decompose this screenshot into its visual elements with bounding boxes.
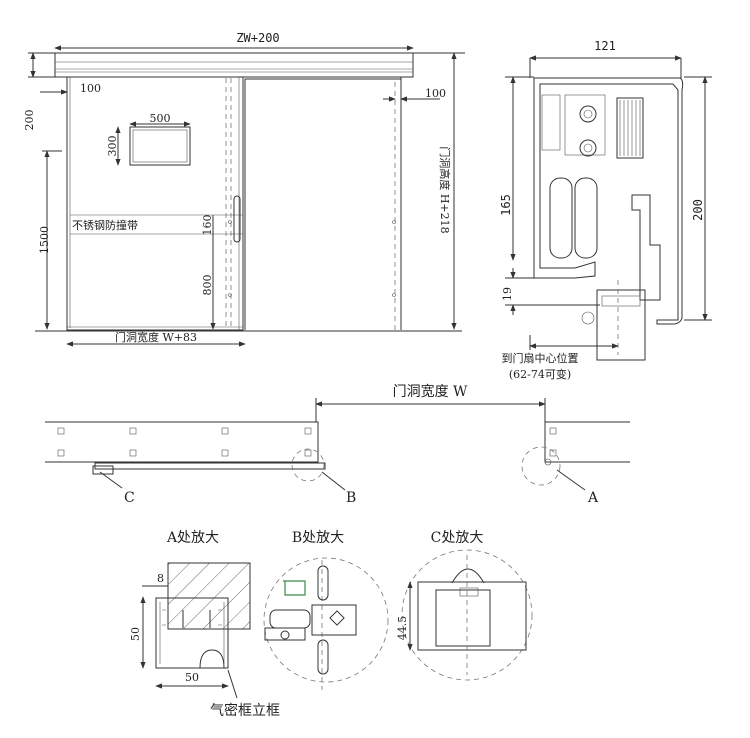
band-label: 不锈钢防撞带 <box>72 218 138 232</box>
opening-width-label: 门洞宽度 W <box>393 383 468 400</box>
detail-c-title: C处放大 <box>431 530 484 546</box>
band-height-label: 160 <box>201 215 214 236</box>
marker-b: B <box>346 490 356 506</box>
wall-right <box>544 421 630 463</box>
detail-c-dim: 44.5 <box>396 616 409 641</box>
section-width-label: 121 <box>594 39 616 53</box>
detail-a-dim-50-horizontal: 50 <box>185 671 199 684</box>
right-height-label: 门洞高度 H+218 <box>438 146 452 233</box>
section-note-line2: (62-74可变) <box>509 367 571 381</box>
detail-a-dim-8: 8 <box>157 572 164 585</box>
handle-height-label: 1500 <box>38 226 51 254</box>
overall-width-label: ZW+200 <box>236 31 279 45</box>
door-hanger <box>596 289 646 361</box>
door-leaf-plan <box>94 462 326 470</box>
vision-window <box>129 126 191 166</box>
detail-a-title: A处放大 <box>166 530 219 546</box>
door-handle <box>233 195 241 243</box>
detail-b-title: B处放大 <box>292 530 344 546</box>
track-section: 121 165 19 200 到门扇中心位置 (62-74可变) <box>499 39 712 381</box>
right-offset-label: 100 <box>425 87 446 100</box>
window-width-label: 500 <box>150 112 171 125</box>
bottom-width-label: 门洞宽度 W+83 <box>115 330 197 344</box>
section-height-right-label: 200 <box>691 199 705 221</box>
door-elevation: ZW+200 200 100 1500 500 300 <box>23 31 465 347</box>
track-profile <box>533 77 684 325</box>
kick-band <box>70 214 243 235</box>
section-offset-label: 19 <box>501 287 514 301</box>
detail-b <box>263 557 389 690</box>
detail-a-label: 气密框立框 <box>210 702 280 719</box>
detail-a-dim-50-vertical: 50 <box>129 627 142 641</box>
section-note-line1: 到门扇中心位置 <box>502 351 579 365</box>
marker-a: A <box>587 490 599 506</box>
wall-left <box>45 421 319 463</box>
track-header <box>54 52 414 78</box>
plan-view: 门洞宽度 W C B A <box>45 383 630 506</box>
motor-pulley <box>616 97 644 159</box>
detail-c: 44.5 <box>396 549 533 681</box>
detail-a: 8 50 50 气密框立框 <box>129 562 280 719</box>
band-elevation-label: 800 <box>201 275 214 296</box>
door-leaf <box>66 76 244 331</box>
window-height-label: 300 <box>106 136 119 157</box>
header-height-label: 200 <box>23 110 36 131</box>
marker-c: C <box>124 490 135 506</box>
section-height-left-label: 165 <box>499 194 513 216</box>
left-offset-label: 100 <box>80 82 101 95</box>
